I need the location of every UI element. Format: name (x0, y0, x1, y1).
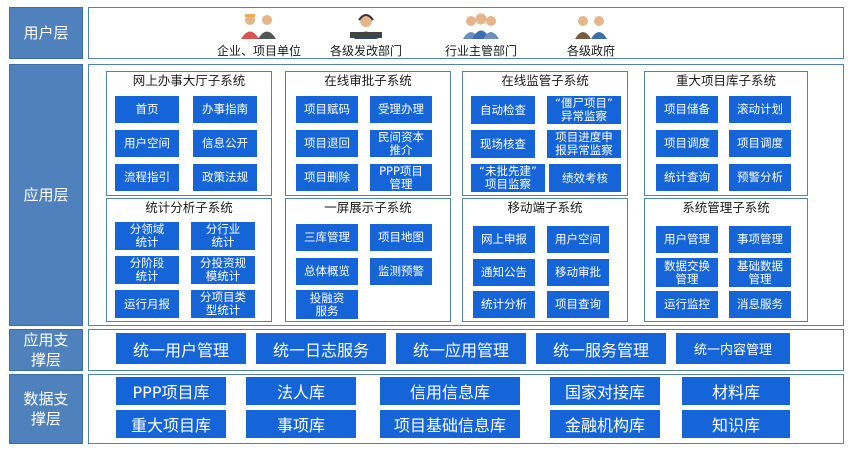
module-button[interactable]: 项目储备 (656, 96, 718, 123)
module-button[interactable]: 受理办理 (370, 96, 432, 123)
layer-label-support-text: 应用支 撑层 (23, 331, 69, 369)
user-item-enterprise: 企业、项目单位 (217, 12, 301, 59)
database-bar[interactable]: 事项库 (246, 410, 356, 438)
layer-label-user: 用户层 (9, 7, 83, 59)
module-button[interactable]: 流程指引 (115, 164, 179, 191)
module-button[interactable]: 运行月报 (115, 290, 179, 318)
subsystem-online-approval: 在线审批子系统 项目赋码 受理办理 项目退回 民间资本 推介 项目删除 PPP项… (285, 71, 451, 196)
user-label: 企业、项目单位 (217, 44, 302, 58)
module-button[interactable]: 通知公告 (473, 259, 535, 286)
support-bar[interactable]: 统一应用管理 (396, 333, 526, 364)
database-bar[interactable]: 材料库 (682, 377, 790, 405)
module-button[interactable]: 分投资规 模统计 (191, 256, 255, 284)
subsystem-online-supervision: 在线监管子系统 自动检查 “僵尸项目” 异常监察 现场核查 项目进度申 报异常监… (462, 71, 628, 196)
module-button[interactable]: “僵尸项目” 异常监察 (547, 96, 621, 124)
module-button[interactable]: 项目调度 (729, 130, 791, 157)
subsystem-title: 移动端子系统 (507, 200, 583, 215)
module-button[interactable]: 项目删除 (296, 164, 358, 191)
module-button[interactable]: 统计查询 (656, 164, 718, 191)
module-button[interactable]: 移动审批 (547, 259, 609, 286)
module-button[interactable]: 数据交换 管理 (656, 258, 718, 287)
user-item-industry: 行业主管部门 (445, 12, 517, 59)
database-bar[interactable]: 信用信息库 (380, 377, 520, 405)
module-button[interactable]: 项目查询 (547, 291, 609, 318)
module-button[interactable]: 分行业 统计 (191, 222, 255, 250)
subsystem-online-hall: 网上办事大厅子系统 首页 办事指南 用户空间 信息公开 流程指引 政策法规 (106, 71, 272, 196)
layer-label-user-text: 用户层 (23, 24, 69, 42)
people-group-icon (241, 14, 276, 39)
subsystem-title: 在线监管子系统 (501, 73, 589, 88)
module-button[interactable]: 分阶段 统计 (115, 256, 179, 284)
subsystem-system-management: 系统管理子系统 用户管理 事项管理 数据交换 管理 基础数据 管理 运行监控 消… (644, 198, 808, 322)
database-bar[interactable]: 重大项目库 (116, 410, 226, 438)
module-button[interactable]: 监测预警 (370, 258, 432, 285)
support-bar[interactable]: 统一服务管理 (536, 333, 666, 364)
module-button[interactable]: 滚动计划 (729, 96, 791, 123)
module-button[interactable]: 用户空间 (115, 130, 179, 157)
user-item-ndrc: 各级发改部门 (330, 12, 402, 59)
module-button[interactable]: 首页 (115, 96, 179, 123)
subsystem-title: 系统管理子系统 (682, 200, 770, 215)
module-button[interactable]: 运行监控 (656, 291, 718, 318)
subsystem-major-projects: 重大项目库子系统 项目储备 滚动计划 项目调度 项目调度 统计查询 预警分析 (644, 71, 808, 196)
support-bar[interactable]: 统一用户管理 (116, 333, 246, 364)
layer-label-data: 数据支 撑层 (9, 374, 83, 444)
module-button[interactable]: 现场核查 (471, 130, 535, 158)
module-button[interactable]: 信息公开 (193, 130, 257, 157)
module-button[interactable]: 预警分析 (729, 164, 791, 191)
module-button[interactable]: 民间资本 推介 (370, 130, 432, 157)
module-button[interactable]: PPP项目 管理 (370, 164, 432, 191)
module-button[interactable]: 用户空间 (547, 226, 609, 253)
module-button[interactable]: 分项目类 型统计 (191, 290, 255, 318)
module-button[interactable]: 办事指南 (193, 96, 257, 123)
module-button[interactable]: 项目进度申 报异常监察 (547, 130, 621, 158)
people-group-icon (575, 16, 607, 39)
operator-headset-icon (350, 14, 382, 39)
module-button[interactable]: 三库管理 (296, 224, 358, 251)
module-button[interactable]: 基础数据 管理 (729, 258, 791, 287)
user-layer-panel: 企业、项目单位 各级发改部门 行业主管部门 各级政府 (88, 7, 844, 59)
subsystem-title: 重大项目库子系统 (675, 73, 776, 88)
subsystem-title: 在线审批子系统 (324, 73, 412, 88)
subsystem-title: 网上办事大厅子系统 (132, 73, 246, 88)
user-item-government: 各级政府 (567, 12, 615, 59)
user-label: 各级政府 (567, 44, 616, 58)
module-button[interactable]: 消息服务 (729, 291, 791, 318)
module-button[interactable]: 投融资 服务 (296, 290, 358, 319)
module-button[interactable]: 项目调度 (656, 130, 718, 157)
support-bar[interactable]: 统一内容管理 (676, 333, 790, 364)
module-button[interactable]: 事项管理 (729, 226, 791, 253)
layer-label-data-text: 数据支 撑层 (23, 390, 69, 428)
module-button[interactable]: 自动检查 (471, 96, 535, 124)
module-button[interactable]: 政策法规 (193, 164, 257, 191)
database-bar[interactable]: PPP项目库 (116, 377, 226, 405)
module-button[interactable]: 分领域 统计 (115, 222, 179, 250)
module-button[interactable]: 网上申报 (473, 226, 535, 253)
support-bar[interactable]: 统一日志服务 (256, 333, 386, 364)
module-button[interactable]: 用户管理 (656, 226, 718, 253)
subsystem-statistics: 统计分析子系统 分领域 统计 分行业 统计 分阶段 统计 分投资规 模统计 运行… (106, 198, 272, 322)
module-button[interactable]: 统计分析 (473, 291, 535, 318)
module-button[interactable]: 总体概览 (296, 258, 358, 285)
module-button[interactable]: 绩效考核 (549, 164, 621, 192)
database-bar[interactable]: 国家对接库 (550, 377, 660, 405)
layer-label-app: 应用层 (9, 64, 83, 326)
database-bar[interactable]: 知识库 (682, 410, 790, 438)
people-group-icon (463, 13, 499, 39)
subsystem-title: 统计分析子系统 (145, 200, 233, 215)
user-label: 各级发改部门 (330, 44, 403, 58)
layer-label-app-text: 应用层 (23, 186, 69, 204)
module-button[interactable]: 项目地图 (370, 224, 432, 251)
database-bar[interactable]: 项目基础信息库 (380, 410, 520, 438)
module-button[interactable]: 项目赋码 (296, 96, 358, 123)
subsystem-mobile: 移动端子系统 网上申报 用户空间 通知公告 移动审批 统计分析 项目查询 (462, 198, 628, 322)
layer-label-support: 应用支 撑层 (9, 329, 83, 371)
module-button[interactable]: 项目退回 (296, 130, 358, 157)
user-label: 行业主管部门 (445, 44, 518, 58)
database-bar[interactable]: 金融机构库 (550, 410, 660, 438)
module-button[interactable]: “未批先建” 项目监察 (471, 164, 545, 192)
subsystem-one-screen: 一屏展示子系统 三库管理 项目地图 总体概览 监测预警 投融资 服务 (285, 198, 451, 322)
database-bar[interactable]: 法人库 (246, 377, 356, 405)
subsystem-title: 一屏展示子系统 (324, 200, 412, 215)
